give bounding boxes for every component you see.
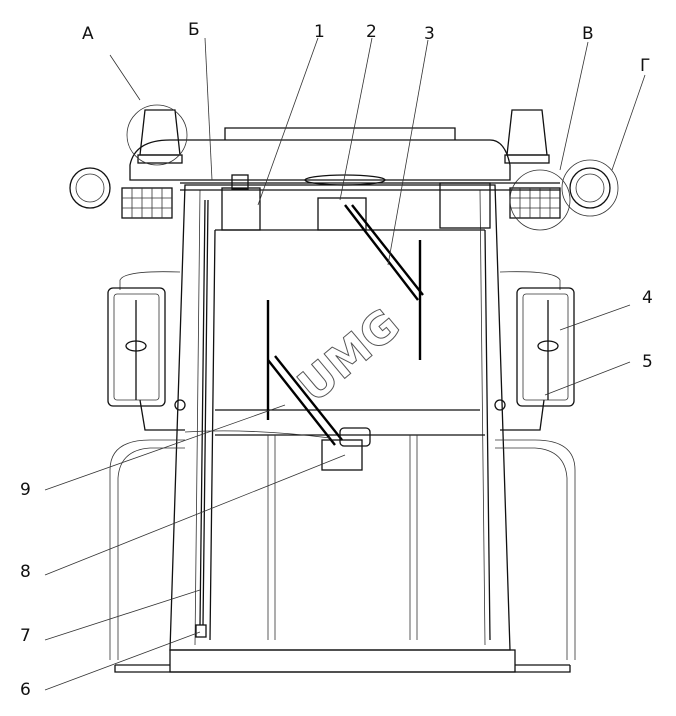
label-B: Б <box>188 20 200 40</box>
label-A: А <box>82 24 94 44</box>
label-2: 2 <box>366 22 377 42</box>
label-3: 3 <box>424 24 435 44</box>
work-light-left <box>69 167 173 219</box>
label-9: 9 <box>20 480 31 500</box>
work-light-right <box>509 159 619 231</box>
mirror-left <box>107 287 186 431</box>
label-6: 6 <box>20 680 31 700</box>
label-5: 5 <box>642 352 653 372</box>
leader-lines <box>44 37 646 691</box>
watermark: UMG <box>288 299 409 412</box>
roof <box>129 139 511 181</box>
beacon-right <box>504 109 550 164</box>
label-V: В <box>582 24 594 44</box>
label-1: 1 <box>314 22 325 42</box>
cab-frame <box>169 184 511 651</box>
mirror-right <box>494 287 575 431</box>
lower-wiper-arm <box>267 355 343 446</box>
label-7: 7 <box>20 626 31 646</box>
roof-top <box>224 127 456 140</box>
fender-right <box>495 271 576 660</box>
label-4: 4 <box>642 288 653 308</box>
label-8: 8 <box>20 562 31 582</box>
label-G: Г <box>640 56 651 76</box>
fender-left <box>109 271 185 660</box>
upper-wiper-arm <box>344 204 424 301</box>
beacon-left <box>126 104 188 166</box>
